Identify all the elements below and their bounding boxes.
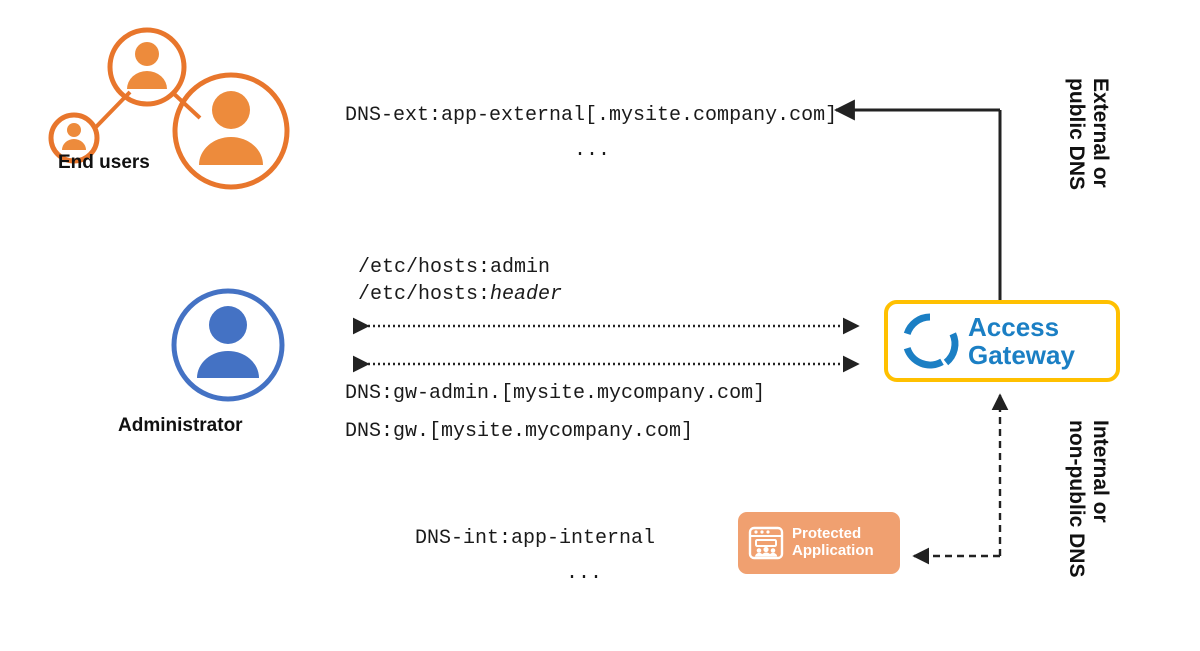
administrator-label: Administrator	[118, 415, 243, 436]
access-gateway-node[interactable]: Access Gateway	[884, 300, 1120, 382]
broken-ring-logo-icon	[903, 313, 959, 369]
protected-application-text: Protected Application	[792, 525, 874, 560]
dns-int-label: DNS-int:app-internal	[415, 527, 656, 550]
protected-application-line2: Application	[792, 542, 874, 559]
dns-int-ellipsis: ...	[566, 562, 603, 585]
dns-gw-label: DNS:gw.[mysite.mycompany.com]	[345, 420, 694, 443]
browser-window-people-icon	[748, 526, 784, 560]
connector-external-dns	[833, 99, 1011, 333]
dns-ext-ellipsis: ...	[574, 139, 611, 162]
hosts-admin-label: /etc/hosts:admin	[358, 256, 551, 279]
protected-application-line1: Protected	[792, 525, 862, 543]
hosts-header-label: /etc/hosts:header	[358, 283, 562, 306]
dns-gw-admin-label: DNS:gw-admin.[mysite.mycompany.com]	[345, 382, 766, 405]
dns-ext-label: DNS-ext:app-external[.mysite.company.com…	[345, 104, 838, 127]
protected-application-node[interactable]: Protected Application	[738, 512, 900, 574]
access-gateway-line2: Gateway	[968, 340, 1075, 370]
hosts-header-italic: header	[490, 283, 563, 306]
connector-gateway-protected-app	[912, 393, 1009, 565]
external-dns-zone-label: External or public DNS	[1064, 78, 1112, 191]
internal-dns-zone-label: Internal or non-public DNS	[1064, 420, 1112, 578]
hosts-header-prefix: /etc/hosts:	[358, 283, 491, 306]
access-gateway-text: Access Gateway	[968, 313, 1075, 369]
administrator-icon	[171, 288, 285, 402]
end-users-label: End users	[58, 152, 150, 173]
access-gateway-line1: Access	[968, 311, 1060, 342]
